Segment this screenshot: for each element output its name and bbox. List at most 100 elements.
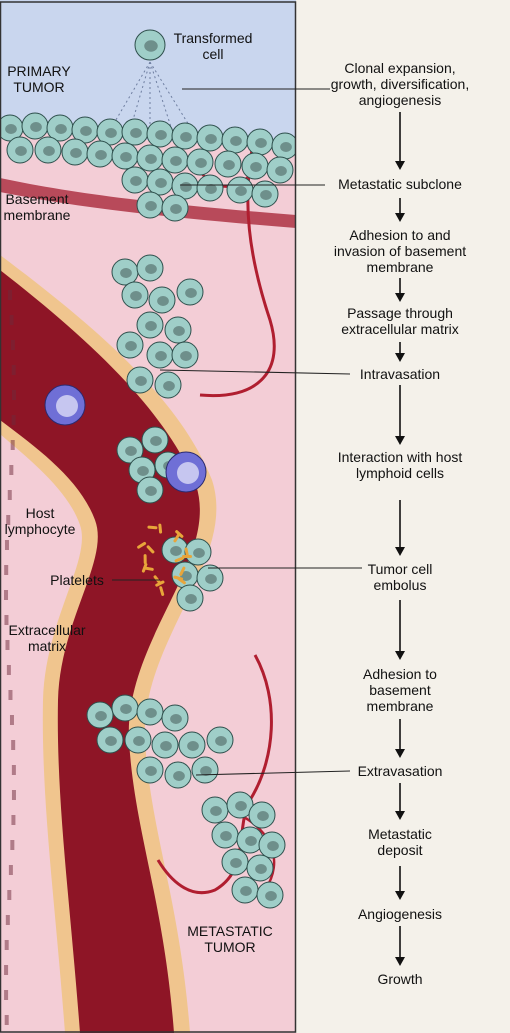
tumor-cell-metastatic-nucleus: [240, 886, 252, 896]
flow-arrow-head: [395, 293, 405, 302]
tumor-cell-primary-nucleus: [195, 158, 207, 168]
tumor-cell-primary-nucleus: [170, 204, 182, 214]
platelet: [143, 554, 147, 565]
tumor-cell-embolus-nucleus: [180, 571, 192, 581]
tumor-cell-circulating-nucleus: [145, 486, 157, 496]
step-angiogenesis: Angiogenesis: [357, 906, 443, 922]
tumor-cell-invading-nucleus: [145, 264, 157, 274]
label-platelets: Platelets: [50, 572, 104, 588]
tumor-cell-primary-nucleus: [205, 184, 217, 194]
flow-arrow-head: [395, 749, 405, 758]
endothelial-nucleus: [9, 315, 14, 325]
tumor-cell-metastatic-nucleus: [210, 806, 222, 816]
cell-layer: [0, 29, 296, 1025]
tumor-cell-primary-nucleus: [235, 186, 247, 196]
tumor-cell-adhesion-nucleus: [215, 736, 227, 746]
tumor-cell-primary-nucleus: [230, 136, 242, 146]
tumor-cell-metastatic-nucleus: [235, 801, 247, 811]
tumor-cell-embolus-nucleus: [170, 546, 182, 556]
endothelial-nucleus: [4, 965, 9, 975]
transformed-cell-spray: [109, 61, 193, 131]
platelet: [173, 575, 184, 581]
tumor-cell-primary-nucleus: [155, 130, 167, 140]
flow-arrows: [395, 112, 405, 966]
tumor-cell-primary-nucleus: [70, 148, 82, 158]
flow-arrow-head: [395, 651, 405, 660]
tumor-cell-metastatic-nucleus: [257, 811, 269, 821]
tumor-cell-primary-nucleus: [5, 124, 17, 134]
tumor-cell-embolus-nucleus: [193, 548, 205, 558]
label-metastatic-tumor: METASTATIC TUMOR: [187, 923, 273, 955]
tumor-cell-primary-nucleus: [205, 134, 217, 144]
step-extravasation: Extravasation: [357, 763, 443, 779]
panel-frame: [0, 1, 297, 1033]
tumor-cell-primary-nucleus: [95, 150, 107, 160]
tumor-cell-invading-nucleus: [157, 296, 169, 306]
step-metastatic-subclone: Metastatic subclone: [338, 176, 462, 192]
platelet: [184, 547, 189, 558]
tumor-cell-circulating-nucleus: [150, 436, 162, 446]
tumor-cell-primary-nucleus: [55, 124, 67, 134]
tumor-cell-adhesion-nucleus: [95, 711, 107, 721]
flow-arrow-head: [395, 161, 405, 170]
endothelial-nucleus: [8, 865, 13, 875]
endothelial-nucleus: [10, 440, 15, 450]
tumor-cell-primary-nucleus: [180, 182, 192, 192]
endothelial-nucleus: [4, 1015, 9, 1025]
leader-extravasation: [195, 770, 351, 776]
tumor-cell-primary-nucleus: [120, 152, 132, 162]
flow-arrow-head: [395, 957, 405, 966]
tumor-cell-invading-nucleus: [125, 341, 137, 351]
tumor-cell-invading-nucleus: [145, 321, 157, 331]
vessel-inner-tissue: [0, 434, 82, 1033]
tumor-cell-primary-nucleus: [30, 122, 42, 132]
platelet: [158, 523, 163, 534]
endothelial-nucleus: [10, 840, 15, 850]
tumor-cell-primary-nucleus: [180, 132, 192, 142]
tumor-cell-primary-nucleus: [145, 154, 157, 164]
endothelial-nucleus: [4, 990, 9, 1000]
tumor-cell-primary-nucleus: [43, 146, 55, 156]
tumor-cell-primary-nucleus: [145, 201, 157, 211]
platelet: [137, 541, 147, 549]
tumor-cell-adhesion-nucleus: [200, 766, 212, 776]
lymphocyte-nucleus: [56, 395, 78, 417]
tumor-cell-metastatic-nucleus: [255, 864, 267, 874]
platelet: [173, 533, 181, 543]
endothelial-nucleus: [11, 815, 16, 825]
tumor-cell-invading-nucleus: [135, 376, 147, 386]
step-metastatic-deposit: Metastatic deposit: [368, 826, 432, 858]
tumor-cell-primary-nucleus: [250, 162, 262, 172]
flow-arrow-head: [395, 213, 405, 222]
endothelial-nucleus: [8, 290, 12, 300]
tumor-cell-primary-nucleus: [15, 146, 27, 156]
step-tumor-cell-embolus: Tumor cell embolus: [367, 561, 433, 593]
endothelial-nucleus: [11, 765, 16, 775]
tumor-cell-adhesion-nucleus: [145, 708, 157, 718]
label-basement-membrane: Basement membrane: [3, 191, 71, 223]
tumor-cell-metastatic-nucleus: [245, 836, 257, 846]
platelet: [179, 566, 186, 576]
tumor-cell-adhesion-nucleus: [160, 741, 172, 751]
illustration-panel: [0, 0, 296, 1033]
tumor-cell-metastatic-nucleus: [220, 831, 232, 841]
tumor-cell-metastatic-nucleus: [267, 841, 279, 851]
endothelial-nucleus: [4, 615, 9, 625]
label-extracellular-matrix: Extracellular matrix: [8, 622, 86, 654]
endothelial-nucleus: [9, 715, 14, 725]
tumor-cell-primary-nucleus: [155, 178, 167, 188]
tumor-cell-invading-nucleus: [180, 351, 192, 361]
tumor-cell-invading-nucleus: [130, 291, 142, 301]
tumor-cell-primary-nucleus: [260, 190, 272, 200]
tumor-cell-primary-nucleus: [170, 156, 182, 166]
flow-arrow-head: [395, 811, 405, 820]
tumor-cell-invading-nucleus: [155, 351, 167, 361]
endothelial-nucleus: [10, 340, 15, 350]
platelet: [143, 566, 154, 571]
tumor-cell-adhesion-nucleus: [173, 771, 185, 781]
endothelial-nucleus: [7, 490, 12, 500]
platelet: [159, 586, 165, 596]
step-intravasation: Intravasation: [359, 366, 441, 382]
tumor-cell-metastatic-nucleus: [230, 858, 242, 868]
endothelial-nucleus: [11, 740, 16, 750]
